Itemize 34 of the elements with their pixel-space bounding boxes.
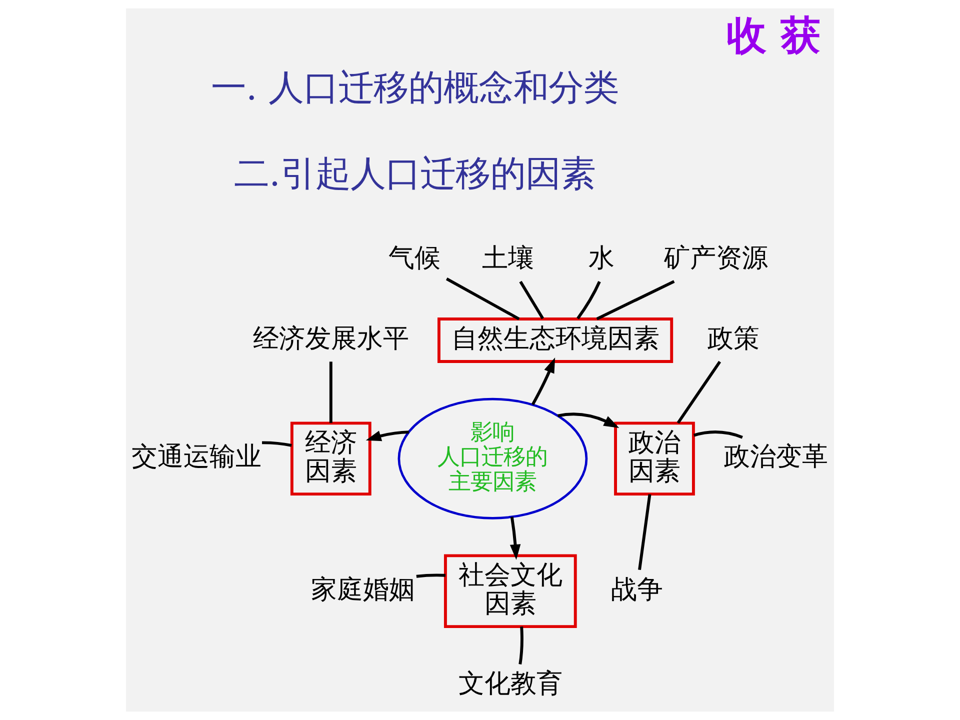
connector [638,494,652,570]
node-text: 文化教育 [458,669,562,700]
node-text: 政治变革 [724,442,828,472]
node-box: 经济因素 [290,422,372,496]
arrow [531,358,556,406]
connector [262,441,292,447]
node-box: 社会文化因素 [444,554,577,628]
node-text: 矿产资源 [664,244,768,274]
connector [518,626,524,664]
node-text: 土壤 [482,244,534,274]
node-ellipse: 影响人口迁移的主要因素 [398,398,588,520]
diagram-title: 收 获 [726,12,821,59]
connector [329,362,332,423]
node-text: 经济发展水平 [252,324,409,354]
label: 一. 人口迁移的概念和分类 [210,67,619,108]
node-box: 政治因素 [614,422,695,496]
node-text: 交通运输业 [131,442,262,472]
connector [596,280,675,320]
connector [694,430,743,439]
node-text: 家庭婚姻 [310,574,415,605]
arrow [366,430,409,442]
connector [576,281,601,320]
node-text: 战争 [610,574,663,605]
arrow [558,412,620,428]
node-text: 政策 [708,324,760,354]
arrow [510,516,521,560]
connector [519,280,544,320]
label: 二.引起人口迁移的因素 [234,154,596,195]
node-text: 水 [588,244,614,274]
connector [416,574,446,578]
node-box: 自然生态环境因素 [437,318,674,363]
connector [446,278,520,320]
node-text: 气候 [388,244,441,274]
connector [676,360,722,424]
